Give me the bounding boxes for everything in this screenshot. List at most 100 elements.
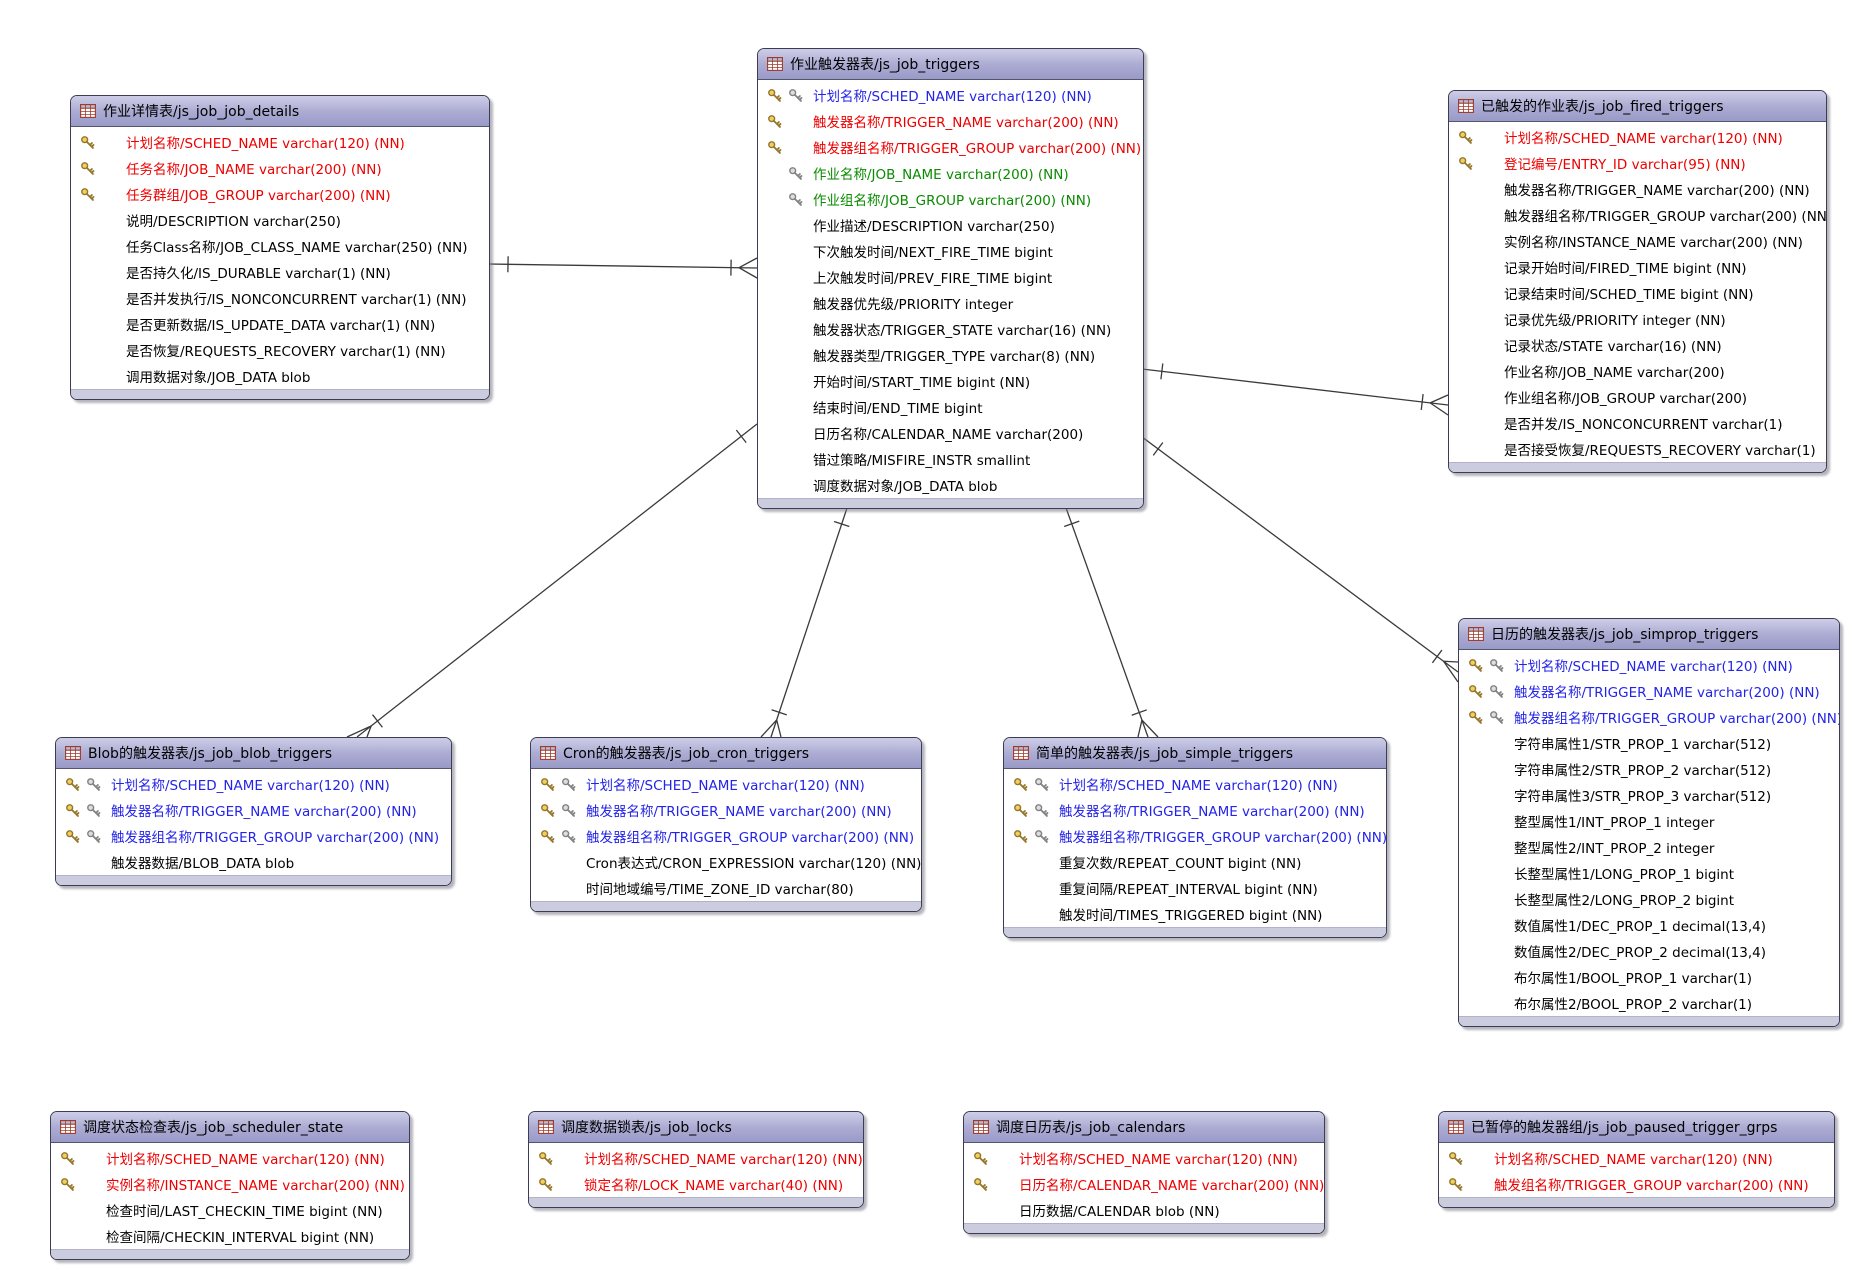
field-row[interactable]: 日历数据/CALENDAR blob (NN) — [964, 1197, 1324, 1223]
field-row[interactable]: 检查时间/LAST_CHECKIN_TIME bigint (NN) — [51, 1197, 409, 1223]
field-row[interactable]: 触发器组名称/TRIGGER_GROUP varchar(200) (NN) — [758, 134, 1143, 160]
field-row[interactable]: 作业名称/JOB_NAME varchar(200) — [1449, 358, 1826, 384]
field-row[interactable]: Cron表达式/CRON_EXPRESSION varchar(120) (NN… — [531, 849, 921, 875]
field-row[interactable]: 触发器数据/BLOB_DATA blob — [56, 849, 451, 875]
field-row[interactable]: 记录结束时间/SCHED_TIME bigint (NN) — [1449, 280, 1826, 306]
field-row[interactable]: 作业名称/JOB_NAME varchar(200) (NN) — [758, 160, 1143, 186]
field-row[interactable]: 计划名称/SCHED_NAME varchar(120) (NN) — [51, 1145, 409, 1171]
field-row[interactable]: 时间地域编号/TIME_ZONE_ID varchar(80) — [531, 875, 921, 901]
field-row[interactable]: 是否恢复/REQUESTS_RECOVERY varchar(1) (NN) — [71, 337, 489, 363]
field-row[interactable]: 记录开始时间/FIRED_TIME bigint (NN) — [1449, 254, 1826, 280]
field-row[interactable]: 触发器名称/TRIGGER_NAME varchar(200) (NN) — [758, 108, 1143, 134]
field-row[interactable]: 计划名称/SCHED_NAME varchar(120) (NN) — [56, 771, 451, 797]
field-row[interactable]: 触发组名称/TRIGGER_GROUP varchar(200) (NN) — [1439, 1171, 1834, 1197]
field-row[interactable]: 触发器类型/TRIGGER_TYPE varchar(8) (NN) — [758, 342, 1143, 368]
field-row[interactable]: 上次触发时间/PREV_FIRE_TIME bigint — [758, 264, 1143, 290]
er-table-header[interactable]: 日历的触发器表/js_job_simprop_triggers — [1459, 619, 1839, 650]
field-row[interactable]: 触发器组名称/TRIGGER_GROUP varchar(200) (NN) — [531, 823, 921, 849]
field-row[interactable]: 触发器优先级/PRIORITY integer — [758, 290, 1143, 316]
field-row[interactable]: 重复次数/REPEAT_COUNT bigint (NN) — [1004, 849, 1386, 875]
relationship-triggers-to-blob_triggers[interactable] — [346, 423, 758, 738]
field-row[interactable]: 长整型属性2/LONG_PROP_2 bigint — [1459, 886, 1839, 912]
relationship-job_details-to-triggers[interactable] — [487, 256, 758, 279]
field-row[interactable]: 数值属性1/DEC_PROP_1 decimal(13,4) — [1459, 912, 1839, 938]
er-table-header[interactable]: 作业详情表/js_job_job_details — [71, 96, 489, 127]
relationship-triggers-to-fired_triggers[interactable] — [1141, 363, 1449, 416]
er-table-header[interactable]: 作业触发器表/js_job_triggers — [758, 49, 1143, 80]
field-row[interactable]: 是否更新数据/IS_UPDATE_DATA varchar(1) (NN) — [71, 311, 489, 337]
field-row[interactable]: 整型属性1/INT_PROP_1 integer — [1459, 808, 1839, 834]
field-row[interactable]: 实例名称/INSTANCE_NAME varchar(200) (NN) — [1449, 228, 1826, 254]
er-table-header[interactable]: 调度状态检查表/js_job_scheduler_state — [51, 1112, 409, 1143]
er-table-header[interactable]: Cron的触发器表/js_job_cron_triggers — [531, 738, 921, 769]
field-row[interactable]: 结束时间/END_TIME bigint — [758, 394, 1143, 420]
er-table-header[interactable]: 简单的触发器表/js_job_simple_triggers — [1004, 738, 1386, 769]
field-row[interactable]: 日历名称/CALENDAR_NAME varchar(200) — [758, 420, 1143, 446]
field-row[interactable]: 任务名称/JOB_NAME varchar(200) (NN) — [71, 155, 489, 181]
field-row[interactable]: 作业描述/DESCRIPTION varchar(250) — [758, 212, 1143, 238]
field-row[interactable]: 触发器组名称/TRIGGER_GROUP varchar(200) (NN) — [56, 823, 451, 849]
field-row[interactable]: 作业组名称/JOB_GROUP varchar(200) (NN) — [758, 186, 1143, 212]
field-row[interactable]: 说明/DESCRIPTION varchar(250) — [71, 207, 489, 233]
field-row[interactable]: 布尔属性1/BOOL_PROP_1 varchar(1) — [1459, 964, 1839, 990]
field-row[interactable]: 任务群组/JOB_GROUP varchar(200) (NN) — [71, 181, 489, 207]
field-row[interactable]: 计划名称/SCHED_NAME varchar(120) (NN) — [1004, 771, 1386, 797]
field-row[interactable]: 是否接受恢复/REQUESTS_RECOVERY varchar(1) — [1449, 436, 1826, 462]
field-row[interactable]: 触发器组名称/TRIGGER_GROUP varchar(200) (NN) — [1449, 202, 1826, 228]
er-table-header[interactable]: Blob的触发器表/js_job_blob_triggers — [56, 738, 451, 769]
field-row[interactable]: 调度数据对象/JOB_DATA blob — [758, 472, 1143, 498]
field-row[interactable]: 长整型属性1/LONG_PROP_1 bigint — [1459, 860, 1839, 886]
field-row[interactable]: 数值属性2/DEC_PROP_2 decimal(13,4) — [1459, 938, 1839, 964]
field-row[interactable]: 登记编号/ENTRY_ID varchar(95) (NN) — [1449, 150, 1826, 176]
field-row[interactable]: 计划名称/SCHED_NAME varchar(120) (NN) — [529, 1145, 863, 1171]
field-row[interactable]: 字符串属性3/STR_PROP_3 varchar(512) — [1459, 782, 1839, 808]
field-row[interactable]: 触发器组名称/TRIGGER_GROUP varchar(200) (NN) — [1004, 823, 1386, 849]
field-row[interactable]: 触发器名称/TRIGGER_NAME varchar(200) (NN) — [56, 797, 451, 823]
field-row[interactable]: 实例名称/INSTANCE_NAME varchar(200) (NN) — [51, 1171, 409, 1197]
field-row[interactable]: 计划名称/SCHED_NAME varchar(120) (NN) — [71, 129, 489, 155]
field-row[interactable]: 是否并发/IS_NONCONCURRENT varchar(1) — [1449, 410, 1826, 436]
er-table-header[interactable]: 已暂停的触发器组/js_job_paused_trigger_grps — [1439, 1112, 1834, 1143]
field-row[interactable]: 任务Class名称/JOB_CLASS_NAME varchar(250) (N… — [71, 233, 489, 259]
field-row[interactable]: 调用数据对象/JOB_DATA blob — [71, 363, 489, 389]
er-table-header[interactable]: 已触发的作业表/js_job_fired_triggers — [1449, 91, 1826, 122]
field-row[interactable]: 错过策略/MISFIRE_INSTR smallint — [758, 446, 1143, 472]
er-table-header[interactable]: 调度数据锁表/js_job_locks — [529, 1112, 863, 1143]
field-row[interactable]: 触发器名称/TRIGGER_NAME varchar(200) (NN) — [531, 797, 921, 823]
field-row[interactable]: 作业组名称/JOB_GROUP varchar(200) — [1449, 384, 1826, 410]
field-row[interactable]: 锁定名称/LOCK_NAME varchar(40) (NN) — [529, 1171, 863, 1197]
field-row[interactable]: 重复间隔/REPEAT_INTERVAL bigint (NN) — [1004, 875, 1386, 901]
field-row[interactable]: 计划名称/SCHED_NAME varchar(120) (NN) — [758, 82, 1143, 108]
field-row[interactable]: 触发器状态/TRIGGER_STATE varchar(16) (NN) — [758, 316, 1143, 342]
field-row[interactable]: 整型属性2/INT_PROP_2 integer — [1459, 834, 1839, 860]
field-row[interactable]: 下次触发时间/NEXT_FIRE_TIME bigint — [758, 238, 1143, 264]
field-row[interactable]: 触发器名称/TRIGGER_NAME varchar(200) (NN) — [1004, 797, 1386, 823]
relationship-triggers-to-simprop_triggers[interactable] — [1141, 436, 1459, 683]
field-row[interactable]: 检查间隔/CHECKIN_INTERVAL bigint (NN) — [51, 1223, 409, 1249]
field-row[interactable]: 触发时间/TIMES_TRIGGERED bigint (NN) — [1004, 901, 1386, 927]
field-row[interactable]: 字符串属性2/STR_PROP_2 varchar(512) — [1459, 756, 1839, 782]
field-row[interactable]: 计划名称/SCHED_NAME varchar(120) (NN) — [1459, 652, 1839, 678]
field-row[interactable]: 是否并发执行/IS_NONCONCURRENT varchar(1) (NN) — [71, 285, 489, 311]
field-row[interactable]: 触发器组名称/TRIGGER_GROUP varchar(200) (NN) — [1459, 704, 1839, 730]
field-row[interactable]: 布尔属性2/BOOL_PROP_2 varchar(1) — [1459, 990, 1839, 1016]
field-row[interactable]: 计划名称/SCHED_NAME varchar(120) (NN) — [1449, 124, 1826, 150]
field-row[interactable]: 触发器名称/TRIGGER_NAME varchar(200) (NN) — [1459, 678, 1839, 704]
field-row[interactable]: 记录优先级/PRIORITY integer (NN) — [1449, 306, 1826, 332]
field-row[interactable]: 触发器名称/TRIGGER_NAME varchar(200) (NN) — [1449, 176, 1826, 202]
field-row[interactable]: 计划名称/SCHED_NAME varchar(120) (NN) — [531, 771, 921, 797]
field-row[interactable]: 计划名称/SCHED_NAME varchar(120) (NN) — [1439, 1145, 1834, 1171]
field-row[interactable]: 记录状态/STATE varchar(16) (NN) — [1449, 332, 1826, 358]
field-row[interactable]: 开始时间/START_TIME bigint (NN) — [758, 368, 1143, 394]
relationship-triggers-to-simple_triggers[interactable] — [1063, 504, 1159, 738]
field-row[interactable]: 计划名称/SCHED_NAME varchar(120) (NN) — [964, 1145, 1324, 1171]
